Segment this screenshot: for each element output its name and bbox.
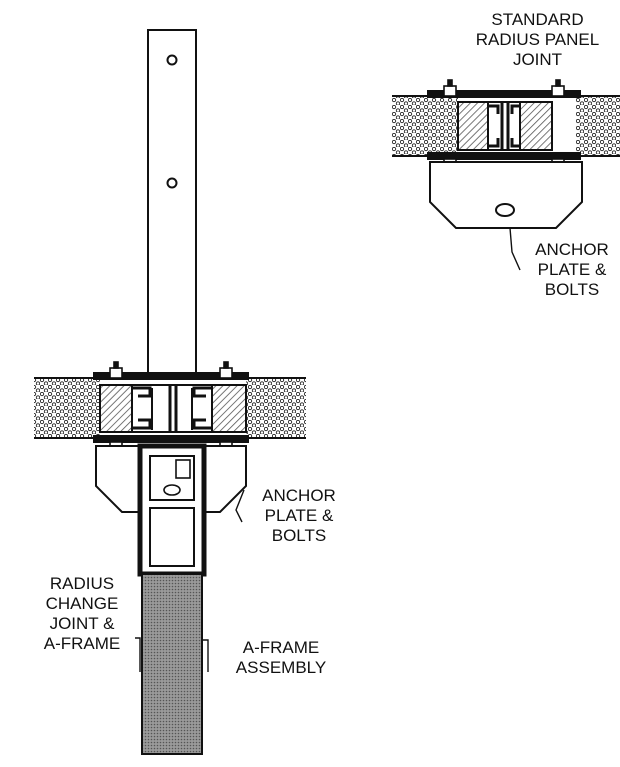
leader-anchor-main bbox=[235, 489, 245, 523]
panel-right bbox=[246, 378, 306, 438]
label-aframe-assembly-line-1: A-FRAME bbox=[242, 638, 320, 657]
label-anchor-top: ANCHOR PLATE & BOLTS bbox=[524, 240, 620, 300]
std-panel-left bbox=[392, 96, 458, 156]
std-panel-right bbox=[576, 96, 620, 156]
top-flange bbox=[93, 372, 249, 380]
standard-joint-assembly bbox=[392, 79, 620, 271]
label-anchor-main-line-1: ANCHOR bbox=[262, 486, 336, 505]
main-assembly bbox=[34, 29, 306, 755]
leader-anchor-top bbox=[509, 227, 521, 271]
label-radius-change-line-1: RADIUS bbox=[49, 574, 115, 593]
label-anchor-top-line-2: PLATE & bbox=[537, 260, 607, 279]
label-standard-joint: STANDARD RADIUS PANEL JOINT bbox=[455, 10, 620, 70]
bottom-flange bbox=[93, 435, 249, 443]
block-right bbox=[211, 384, 247, 433]
label-anchor-main: ANCHOR PLATE & BOLTS bbox=[244, 486, 354, 546]
anchor-plate-standard bbox=[429, 161, 583, 229]
label-anchor-top-line-3: BOLTS bbox=[544, 280, 600, 299]
block-left bbox=[99, 384, 133, 433]
vertical-member bbox=[147, 29, 197, 379]
label-aframe-assembly-line-2: ASSEMBLY bbox=[235, 658, 327, 677]
label-anchor-top-line-1: ANCHOR bbox=[535, 240, 609, 259]
std-block-right bbox=[519, 101, 553, 151]
label-radius-change-line-2: CHANGE bbox=[45, 594, 119, 613]
std-bottom-flange bbox=[427, 152, 581, 160]
label-radius-change-line-3: JOINT & bbox=[49, 614, 115, 633]
member-hole-upper bbox=[166, 54, 178, 66]
aframe-lower bbox=[141, 573, 203, 755]
label-standard-joint-line-2: RADIUS PANEL bbox=[475, 30, 600, 49]
label-anchor-main-line-3: BOLTS bbox=[271, 526, 327, 545]
std-top-flange bbox=[427, 90, 581, 98]
label-radius-change-line-4: A-FRAME bbox=[43, 634, 121, 653]
anchor-hole-standard bbox=[495, 203, 515, 217]
member-hole-lower bbox=[166, 177, 178, 189]
label-standard-joint-line-1: STANDARD bbox=[491, 10, 584, 29]
label-radius-change: RADIUS CHANGE JOINT & A-FRAME bbox=[28, 574, 136, 654]
panel-left bbox=[34, 378, 100, 438]
leader-aframe bbox=[202, 639, 209, 672]
leader-radius-change bbox=[135, 637, 141, 672]
std-channel bbox=[487, 101, 521, 151]
center-channel bbox=[131, 384, 213, 433]
label-standard-joint-line-3: JOINT bbox=[512, 50, 563, 69]
label-anchor-main-line-2: PLATE & bbox=[264, 506, 334, 525]
std-block-left bbox=[457, 101, 489, 151]
label-aframe-assembly: A-FRAME ASSEMBLY bbox=[210, 638, 352, 678]
